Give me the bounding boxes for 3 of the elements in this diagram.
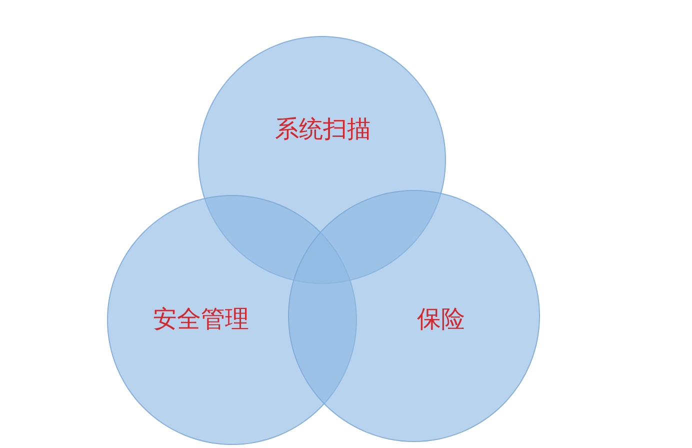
circle-label: 系统扫描 [275, 114, 371, 145]
circle-label: 安全管理 [153, 304, 249, 335]
circle-label: 保险 [417, 304, 465, 335]
